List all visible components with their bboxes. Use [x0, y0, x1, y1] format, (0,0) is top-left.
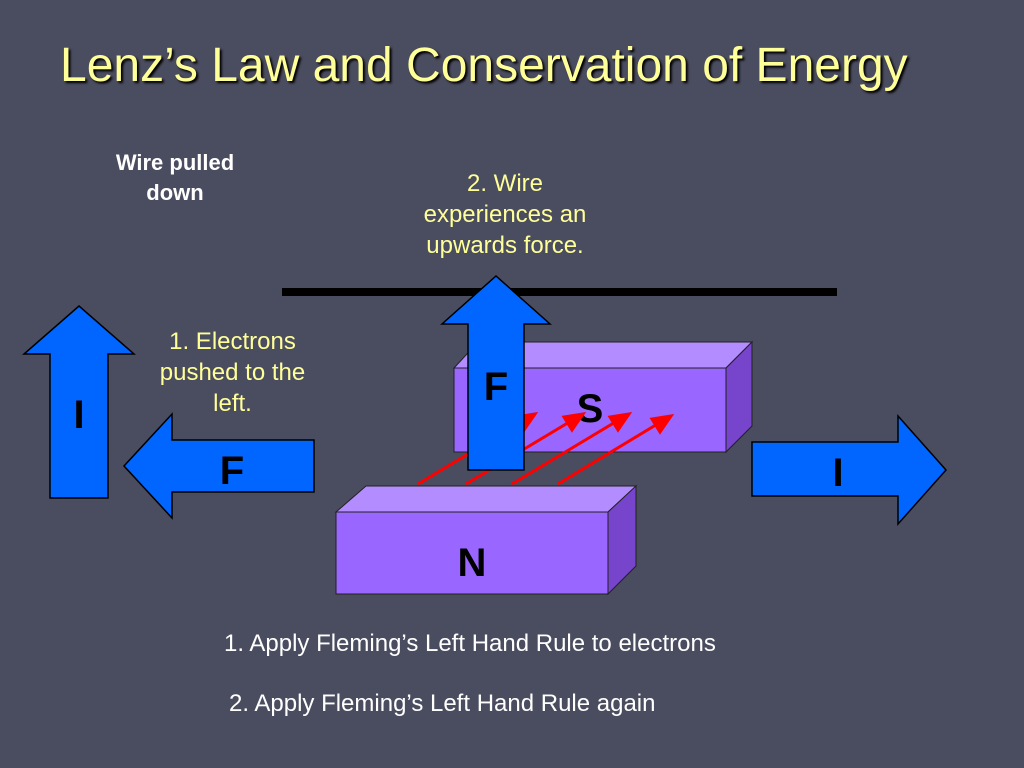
wire-pulled-caption: Wire pulled down: [115, 150, 235, 205]
force-left-label: F: [220, 449, 244, 493]
south-pole-label: S: [577, 387, 604, 431]
note-1: 1. Apply Fleming’s Left Hand Rule to ele…: [224, 630, 716, 657]
current-left-arrow: I: [22, 305, 136, 499]
force-up-label: F: [484, 365, 508, 409]
north-magnet: N: [334, 484, 638, 596]
note-2: 2. Apply Fleming’s Left Hand Rule again: [229, 690, 656, 717]
current-right-label: I: [832, 451, 843, 495]
north-pole-label: N: [458, 541, 487, 585]
current-left-label: I: [73, 393, 84, 437]
force-up-arrow: F: [440, 274, 552, 471]
slide-title: Lenz’s Law and Conservation of Energy: [60, 39, 908, 92]
force-left-arrow: F: [122, 412, 315, 520]
current-right-arrow: I: [751, 414, 948, 526]
step-2-label: 2. Wire experiences an upwards force.: [423, 170, 587, 260]
step-1-label: 1. Electrons pushed to the left.: [159, 328, 306, 418]
